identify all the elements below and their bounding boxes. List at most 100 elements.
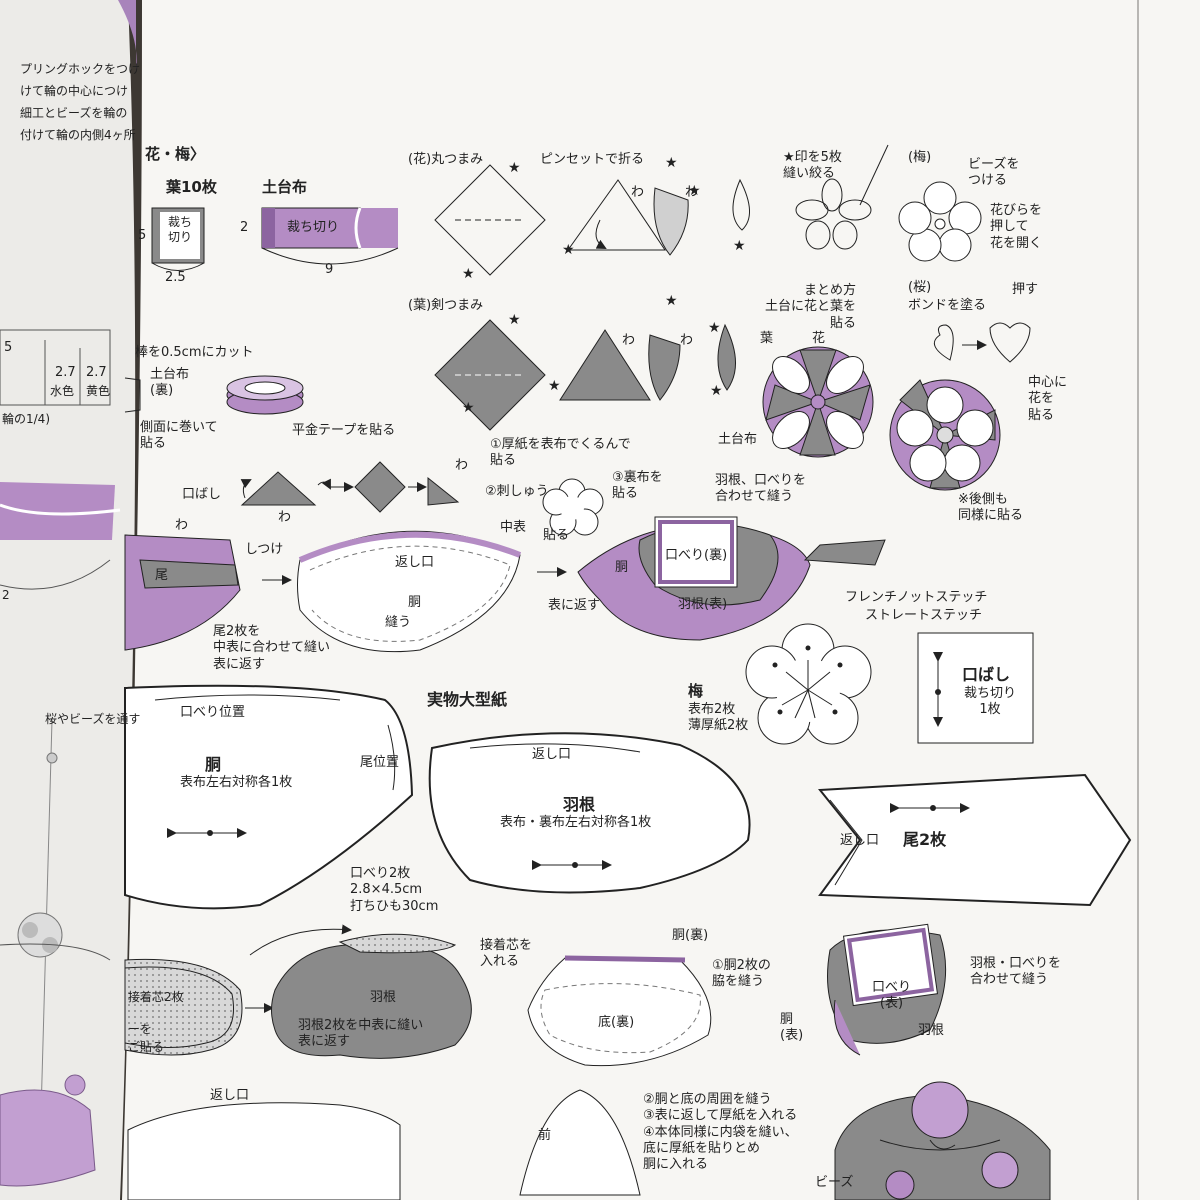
left-cell-label-2: 黄色 — [86, 384, 111, 398]
base-height: 2 — [240, 220, 249, 235]
left-cell-3: 2.7 — [86, 365, 107, 380]
sakura-title: (桜) — [908, 280, 932, 295]
svg-text:★: ★ — [688, 183, 701, 199]
final-wing-label: 羽根 — [918, 1023, 945, 1038]
wrap-side-label: 側面に巻いて 貼る — [140, 420, 218, 452]
body-label-step: 胴 — [408, 595, 422, 610]
left-fraction-note: 輪の1/4) — [2, 412, 50, 426]
assembled-flower-2 — [889, 379, 1001, 491]
bond-label: ボンドを塗る — [908, 298, 987, 313]
base-back-label: 土台布 (裏) — [150, 367, 190, 399]
tweezers-label: ピンセットで折る — [540, 152, 645, 167]
mouth-back-label: 口べり(裏) — [665, 548, 728, 563]
turn-out-label: 表に返す — [548, 598, 601, 613]
finished-bird-pouch — [834, 1081, 1051, 1200]
final-sew-note: 羽根・口べりを 合わせて縫う — [970, 956, 1062, 988]
ume-step-3: ③裏布を 貼る — [612, 470, 663, 502]
svg-text:★: ★ — [710, 383, 723, 399]
left-vertical-line-2: けて輪の中心につけ — [20, 84, 129, 98]
sword-fold-label-1: わ — [622, 333, 636, 348]
sew-label: 縫う — [385, 615, 412, 630]
ume-open-flower — [898, 181, 982, 262]
wing-opening-label: 返し口 — [532, 747, 572, 762]
inner-outer-label: 中表 — [500, 520, 527, 535]
left-bottom-label-3: ご貼る — [128, 1040, 165, 1054]
svg-text:★: ★ — [665, 155, 678, 171]
fold-label-2: わ — [685, 185, 699, 200]
svg-text:★: ★ — [562, 242, 575, 258]
body-pattern-detail: 表布左右対称各1枚 — [180, 775, 293, 790]
paste-label: 貼る — [543, 528, 570, 543]
center-paste-label: 中心に 花を 貼る — [1028, 375, 1068, 423]
base-length: 9 — [325, 262, 334, 277]
base-cut-label: 裁ち切り — [287, 220, 340, 235]
baste-label: しつけ — [245, 542, 284, 557]
left-bottom-label-2: ーを — [128, 1022, 153, 1036]
bottom-back-label: 底(裏) — [598, 1015, 635, 1030]
body-pattern-name: 胴 — [205, 755, 222, 774]
back-side-note: ※後側も 同様に貼る — [958, 492, 1024, 524]
mouth-position-label: 口べり位置 — [180, 705, 246, 720]
interlining-2-label: 接着芯2枚 — [128, 990, 184, 1004]
assembled-flower-1 — [762, 346, 874, 458]
full-size-title: 実物大型紙 — [427, 690, 508, 709]
body-back-label: 胴(裏) — [672, 928, 709, 943]
sword-tsumami-title: (葉)剣つまみ — [408, 298, 484, 313]
tail-pattern-name: 尾2枚 — [903, 830, 947, 849]
wing-step-note: 羽根2枚を中表に縫い 表に返す — [298, 1018, 424, 1050]
svg-text:★: ★ — [665, 293, 678, 309]
leaf-title: 葉10枚 — [166, 178, 217, 196]
left-vertical-line-3: 細工とビーズを輪の — [20, 106, 128, 120]
beak-fold-title: 口ばし — [182, 487, 222, 502]
ume-small — [542, 478, 604, 536]
front-label: 前 — [538, 1128, 552, 1143]
svg-text:★: ★ — [462, 266, 475, 282]
ume-pattern-detail: 表布2枚 薄厚紙2枚 — [688, 702, 749, 734]
fold-label-1: わ — [631, 185, 645, 200]
svg-text:★: ★ — [462, 400, 475, 416]
french-knot-label: フレンチノットステッチ — [845, 590, 988, 605]
tail-position-label: 尾位置 — [360, 755, 400, 770]
cut-stick-label: 棒を0.5cmにカット — [135, 345, 254, 360]
sword-fold-label-2: わ — [680, 333, 694, 348]
base-title: 土台布 — [262, 178, 308, 196]
beak-fold-label-1: わ — [278, 510, 292, 525]
finished-purse — [827, 923, 947, 1056]
left-page-art — [0, 329, 121, 1187]
beak-fold-label-2: わ — [455, 458, 469, 473]
ume-beads-label: ビーズを つける — [968, 157, 1020, 189]
left-cell-label-1: 水色 — [50, 384, 75, 398]
left-vertical-line-4: 付けて輪の内側4ヶ所 — [20, 128, 136, 142]
assembly-flower-label: 花 — [812, 331, 826, 346]
bottom-steps-234: ②胴と底の周囲を縫う ③表に返して厚紙を入れる ④本体同様に内袋を縫い、 底に厚… — [643, 1092, 798, 1172]
bird-body-label: 胴 — [615, 560, 629, 575]
tail-note: 尾2枚を 中表に合わせて縫い 表に返す — [213, 624, 331, 672]
svg-text:★: ★ — [708, 320, 721, 336]
assembly-leaf-label: 葉 — [760, 331, 774, 346]
body-fold-label: わ — [175, 518, 189, 533]
svg-text:★: ★ — [508, 160, 521, 176]
beak-pattern-name: 口ばし — [962, 665, 1011, 684]
tail-label: 尾 — [155, 568, 169, 583]
beak-pattern-detail: 裁ち切り 1枚 — [963, 686, 1016, 718]
wing-front-label: 羽根(表) — [678, 597, 728, 612]
sew-gather-label: ★印を5枚 縫い絞る — [783, 150, 842, 182]
wing-sew-label: 羽根、口べりを 合わせて縫う — [715, 473, 807, 505]
section-title: 花・梅〉 — [145, 145, 206, 163]
round-tsumami-title: (花)丸つまみ — [408, 152, 484, 167]
leaf-cut-label: 裁ち切り — [167, 215, 192, 244]
ume-step-2: ②刺しゅう — [485, 484, 549, 499]
assembly-title: まとめ方 土台に花と葉を 貼る — [765, 283, 857, 331]
final-beads-label: ビーズ — [815, 1175, 854, 1190]
tail-opening-label: 返し口 — [840, 833, 880, 848]
mouth-edge-detail: 口べり2枚 2.8×4.5cm 打ちひも30cm — [350, 866, 439, 914]
ume-step-title: (梅) — [908, 150, 932, 165]
ume-sew-flower — [795, 144, 889, 250]
pendant-label: 桜やビーズを通す — [45, 712, 141, 726]
svg-text:★: ★ — [508, 312, 521, 328]
bottom-step-1: ①胴2枚の 脇を縫う — [712, 958, 771, 990]
press-label: 押す — [1012, 282, 1039, 297]
final-body-label: 胴 (表) — [780, 1012, 804, 1044]
